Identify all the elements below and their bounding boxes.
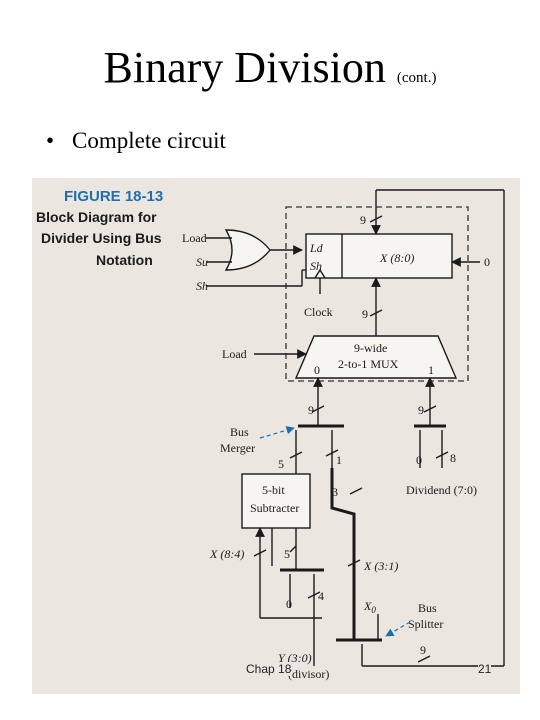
- dashed-boundary: [285, 206, 469, 382]
- clock-label: Clock: [304, 305, 333, 319]
- bus-merger-label-2: Merger: [220, 441, 255, 455]
- figure-caption-line-3: Notation: [96, 252, 153, 268]
- mux-label-2: 2-to-1 MUX: [338, 357, 399, 371]
- register-x-label: X (8:0): [379, 251, 414, 265]
- x0-label: X0: [363, 599, 376, 615]
- splitter-w9-label: 9: [420, 643, 426, 657]
- x31-bus: [330, 468, 356, 640]
- bus-splitter-label-2: Splitter: [408, 617, 443, 631]
- dividend-w8-label: 8: [450, 451, 456, 465]
- figure-number: FIGURE 18-13: [64, 188, 163, 205]
- serial-in-zero: 0: [484, 255, 490, 269]
- mux-input-0-label: 0: [314, 363, 320, 377]
- slide-title-text: Binary Division: [103, 43, 386, 92]
- divisor-w4-label: 4: [318, 589, 324, 603]
- footer-page-number: 21: [478, 662, 492, 676]
- x31-label: X (3:1): [363, 559, 398, 573]
- su-input-label: Su: [196, 255, 208, 269]
- bus-top-width: 9: [360, 213, 366, 227]
- register-ld-label: Ld: [309, 241, 324, 255]
- subtracter-label-1: 5-bit: [262, 483, 285, 497]
- or-gate: [224, 229, 271, 271]
- bullet-dot-icon: •: [46, 128, 55, 153]
- bullet-text: Complete circuit: [72, 128, 226, 153]
- x84-label: X (8:4): [209, 547, 244, 561]
- divisor-w0-label: 0: [286, 597, 292, 611]
- dividend-w0-label: 0: [416, 453, 422, 467]
- register-sh-label: Sh: [310, 259, 322, 273]
- mux-label-1: 9-wide: [354, 341, 387, 355]
- slide-title-suffix: (cont.): [396, 70, 437, 86]
- mux-right-in-width: 9: [418, 403, 424, 417]
- bus-merger-label-1: Bus: [230, 425, 249, 439]
- mux-load-label: Load: [222, 347, 247, 361]
- merger-w5-label: 5: [278, 457, 284, 471]
- mux-input-1-label: 1: [428, 363, 434, 377]
- bus-mid-width: 9: [362, 307, 368, 321]
- divisor-label: (divisor): [288, 667, 329, 681]
- figure-caption-line-2: Divider Using Bus: [41, 230, 162, 246]
- figure-caption-line-1: Block Diagram for: [36, 209, 157, 225]
- block-diagram-figure: FIGURE 18-13 Block Diagram for Divider U…: [32, 178, 520, 694]
- merger-w1-label: 1: [336, 453, 342, 467]
- divisor-y-label: Y (3:0): [278, 651, 312, 665]
- footer-chapter: Chap 18: [246, 662, 292, 676]
- slide-title: Binary Division (cont.): [0, 44, 540, 102]
- dividend-label: Dividend (7:0): [406, 483, 477, 497]
- bullet-item: • Complete circuit: [46, 128, 226, 154]
- sh-input-label: Sh: [196, 279, 208, 293]
- subtracter-5-bit: [241, 473, 311, 529]
- x-w3-label: 3: [332, 485, 338, 499]
- mux-9-wide: [294, 335, 458, 379]
- block-diagram-svg: FIGURE 18-13 Block Diagram for Divider U…: [36, 188, 505, 681]
- clock-edge-icon: [314, 268, 326, 279]
- register-x: [305, 233, 453, 279]
- mux-left-in-width: 9: [308, 403, 314, 417]
- subtracter-label-2: Subtracter: [250, 501, 299, 515]
- load-input-label: Load: [182, 231, 207, 245]
- divisor-w5-label: 5: [284, 547, 290, 561]
- bus-splitter-label-1: Bus: [418, 601, 437, 615]
